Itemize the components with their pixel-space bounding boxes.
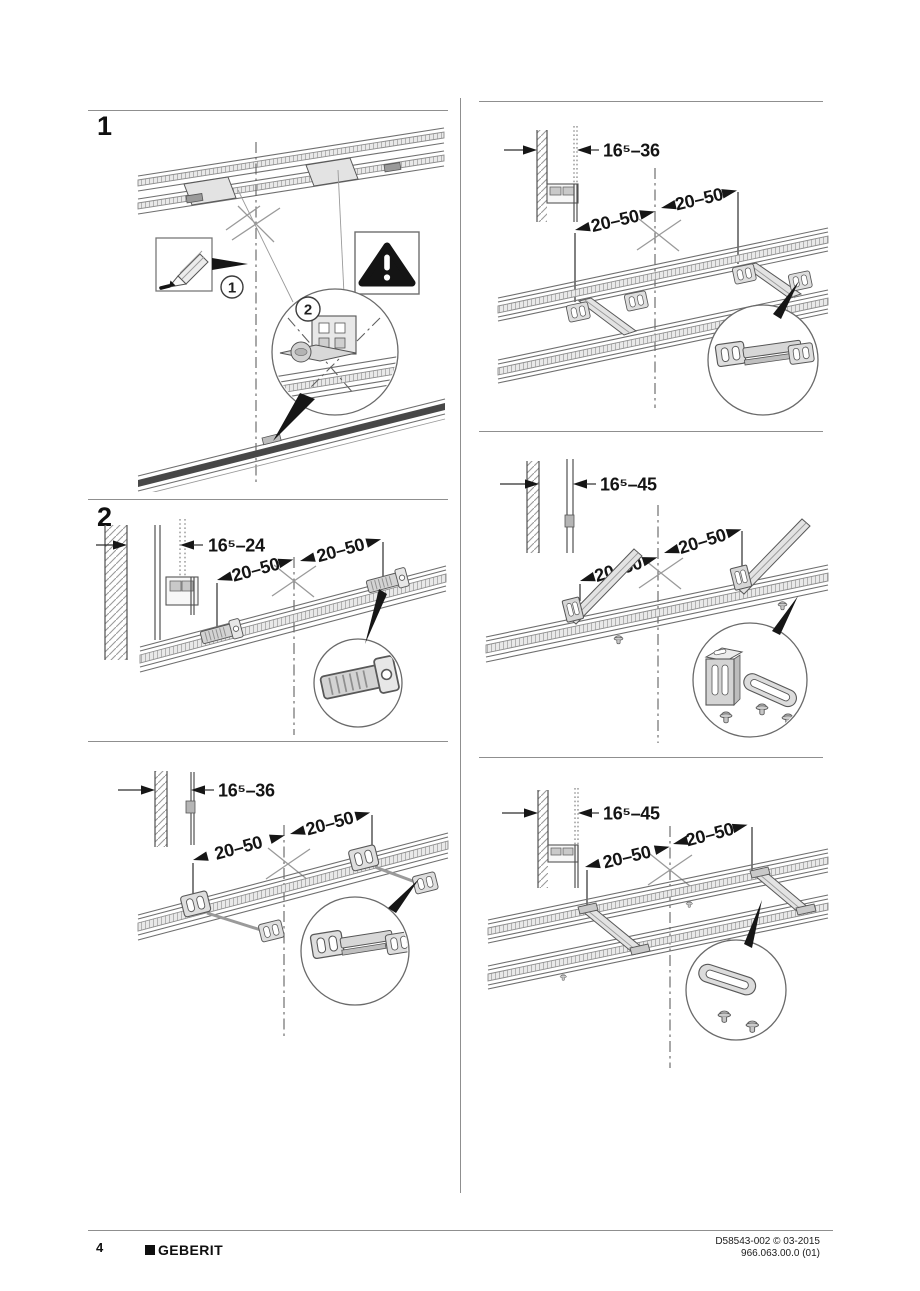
screw [685, 901, 693, 908]
figure-step2-dim-165-24: 16⁵–24 20–50 20–50 [96, 519, 447, 735]
dimension-left: 20–50 [585, 842, 670, 873]
callout-arrow [744, 900, 762, 948]
detail-circle [685, 939, 787, 1041]
geberit-logo: GEBERIT [145, 1242, 223, 1258]
footer-rule [88, 1230, 833, 1231]
svg-text:16⁵–36: 16⁵–36 [218, 781, 275, 801]
wall-dimension: 16⁵–36 [504, 141, 660, 161]
arrow-to-centerline [212, 258, 248, 270]
wall-dimension: 16⁵–45 [502, 804, 660, 824]
section-rule-right-3 [479, 757, 823, 758]
dimension-left: 20–50 [193, 832, 285, 864]
svg-text:16⁵–45: 16⁵–45 [600, 475, 657, 495]
section-rule-left-3 [88, 741, 448, 742]
wall-dimension: 16⁵–24 [96, 536, 265, 556]
rail-lower [137, 398, 446, 492]
svg-text:2: 2 [304, 302, 312, 319]
column-divider [460, 98, 461, 1193]
page-number: 4 [96, 1240, 104, 1255]
logo-text: GEBERIT [158, 1242, 224, 1258]
doc-code: D58543-002 © 03-2015 [715, 1236, 820, 1247]
document-reference: D58543-002 © 03-2015 966.063.00.0 (01) [600, 1236, 820, 1260]
logo-square-icon [145, 1245, 155, 1255]
step-1-heading: 1 [97, 111, 113, 141]
figure-dim-165-36-right: 16⁵–36 20–50 20–50 [497, 126, 829, 416]
callout-arrow [773, 281, 799, 319]
wall-bracket-right [347, 843, 440, 895]
rail-upper [137, 127, 445, 215]
dimension-right: 20–50 [673, 819, 748, 851]
wall-bracket-left [179, 889, 286, 943]
pencil-mark-x [265, 847, 311, 881]
figure-step1-marking: 1 [137, 127, 446, 492]
wall-section [154, 771, 196, 847]
figure-dim-165-45-ladder: 16⁵–45 20–50 20–50 [487, 788, 829, 1068]
wall-section [104, 519, 199, 660]
rail-lower [487, 894, 829, 990]
screw [613, 635, 624, 645]
section-rule-right-1 [479, 101, 823, 102]
diagonal-strut-left [561, 548, 643, 625]
dimension-left: 20–50 [575, 206, 655, 236]
dimension-right: 20–50 [661, 184, 738, 214]
dimension-right: 20–50 [300, 534, 382, 566]
wall-section [537, 788, 579, 888]
wall-dimension: 16⁵–36 [118, 781, 275, 801]
svg-text:20–50: 20–50 [304, 807, 356, 839]
step-2-heading: 2 [97, 502, 113, 532]
pencil-icon [155, 237, 213, 292]
section-rule-right-2 [479, 431, 823, 432]
svg-text:20–50: 20–50 [684, 819, 736, 851]
cross-rail-left [577, 902, 651, 956]
cross-rail-right [749, 866, 817, 916]
svg-text:20–50: 20–50 [230, 554, 282, 586]
screw [777, 601, 788, 611]
screw [559, 974, 567, 981]
wall-section [536, 126, 579, 222]
callout-arrow [772, 596, 798, 635]
pencil-mark-x [225, 205, 281, 243]
detail-circle [707, 304, 819, 416]
dimension-left: 20–50 [217, 554, 294, 586]
section-rule-left-2 [88, 499, 448, 500]
rail-connector [198, 617, 244, 648]
callout-2: 2 [295, 296, 321, 322]
figure-step2-dim-165-36-left: 16⁵–36 20–50 20–50 [118, 771, 449, 1039]
pencil-mark-x [271, 564, 317, 598]
wall-section [526, 459, 575, 553]
pencil-mark-x [647, 853, 693, 887]
detail-circle [300, 896, 410, 1006]
svg-text:1: 1 [228, 280, 236, 297]
detail-circle [313, 638, 403, 728]
callout-arrow [273, 393, 315, 441]
slot-plate [565, 301, 592, 323]
callout-arrow [365, 589, 387, 644]
wall-dimension: 16⁵–45 [500, 475, 657, 495]
svg-text:16⁵–24: 16⁵–24 [208, 536, 265, 556]
detail-circle: 2 [237, 169, 399, 416]
svg-text:20–50: 20–50 [601, 842, 653, 873]
svg-text:20–50: 20–50 [676, 525, 729, 558]
diagonal-strut-right [729, 518, 811, 595]
dimension-right: 20–50 [290, 807, 371, 839]
warning-triangle-icon [354, 231, 420, 295]
detail-circle [692, 622, 808, 738]
slot-plate [787, 270, 814, 292]
dimension-right: 20–50 [664, 525, 742, 558]
svg-text:20–50: 20–50 [212, 832, 264, 864]
cross-brace [577, 262, 803, 336]
svg-text:20–50: 20–50 [589, 206, 641, 236]
figure-dim-165-45-struts: 16⁵–45 20–50 20–50 [485, 459, 829, 743]
section-rule-left-1 [88, 110, 448, 111]
svg-text:20–50: 20–50 [315, 534, 367, 566]
svg-text:16⁵–36: 16⁵–36 [603, 141, 660, 161]
callout-arrow [388, 879, 419, 913]
rail-upper [497, 227, 829, 322]
svg-text:20–50: 20–50 [673, 184, 725, 214]
svg-text:16⁵–45: 16⁵–45 [603, 804, 660, 824]
callout-1: 1 [220, 275, 244, 299]
article-code: 966.063.00.0 (01) [741, 1248, 820, 1259]
pencil-mark-x [636, 218, 682, 252]
